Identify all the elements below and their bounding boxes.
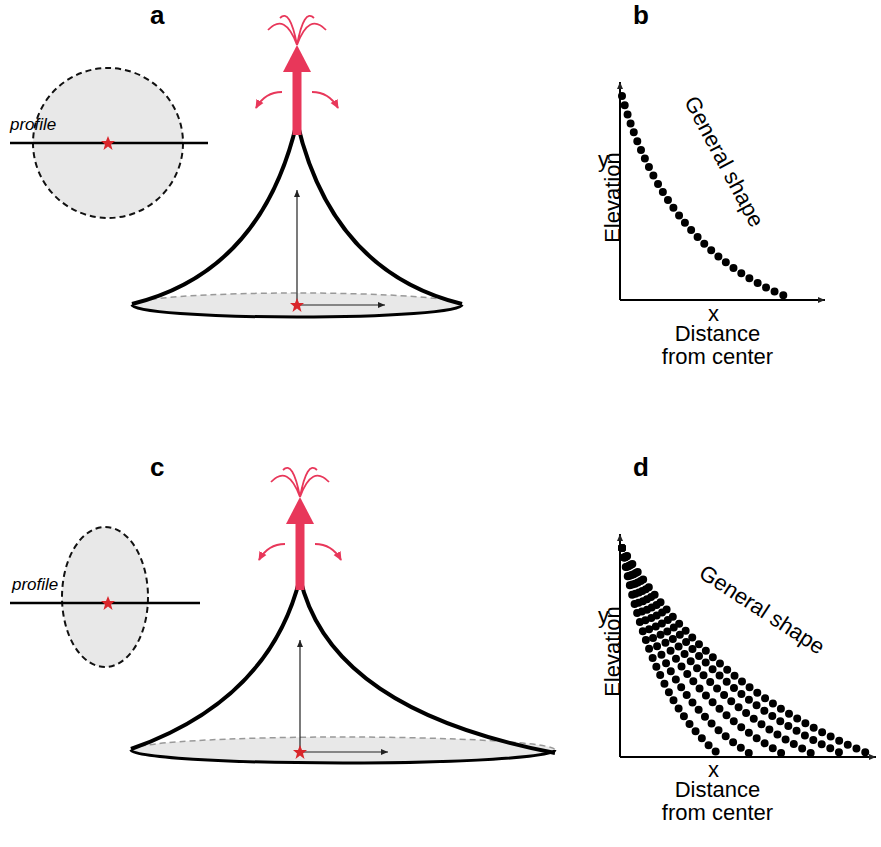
volcano-cone bbox=[131, 468, 555, 763]
panel-letter: b bbox=[633, 2, 649, 29]
profile-label: profile bbox=[12, 576, 58, 594]
profile-plot bbox=[620, 534, 876, 757]
profile-label: profile bbox=[10, 116, 56, 134]
map-outline bbox=[10, 68, 208, 218]
curve-label: General shape bbox=[680, 92, 768, 230]
volcano-cone bbox=[132, 16, 462, 317]
axis-title: Distance from center bbox=[660, 778, 775, 824]
panel-letter: c bbox=[150, 454, 164, 481]
profile-plot bbox=[620, 82, 825, 300]
curve-label: General shape bbox=[695, 561, 829, 659]
axis-title: Elevation bbox=[600, 152, 623, 243]
axis-title: Distance from center bbox=[660, 322, 775, 368]
axis-title: Elevation bbox=[600, 606, 623, 697]
panel-letter: a bbox=[150, 2, 164, 29]
map-outline bbox=[10, 527, 200, 667]
panel-letter: d bbox=[633, 454, 649, 481]
